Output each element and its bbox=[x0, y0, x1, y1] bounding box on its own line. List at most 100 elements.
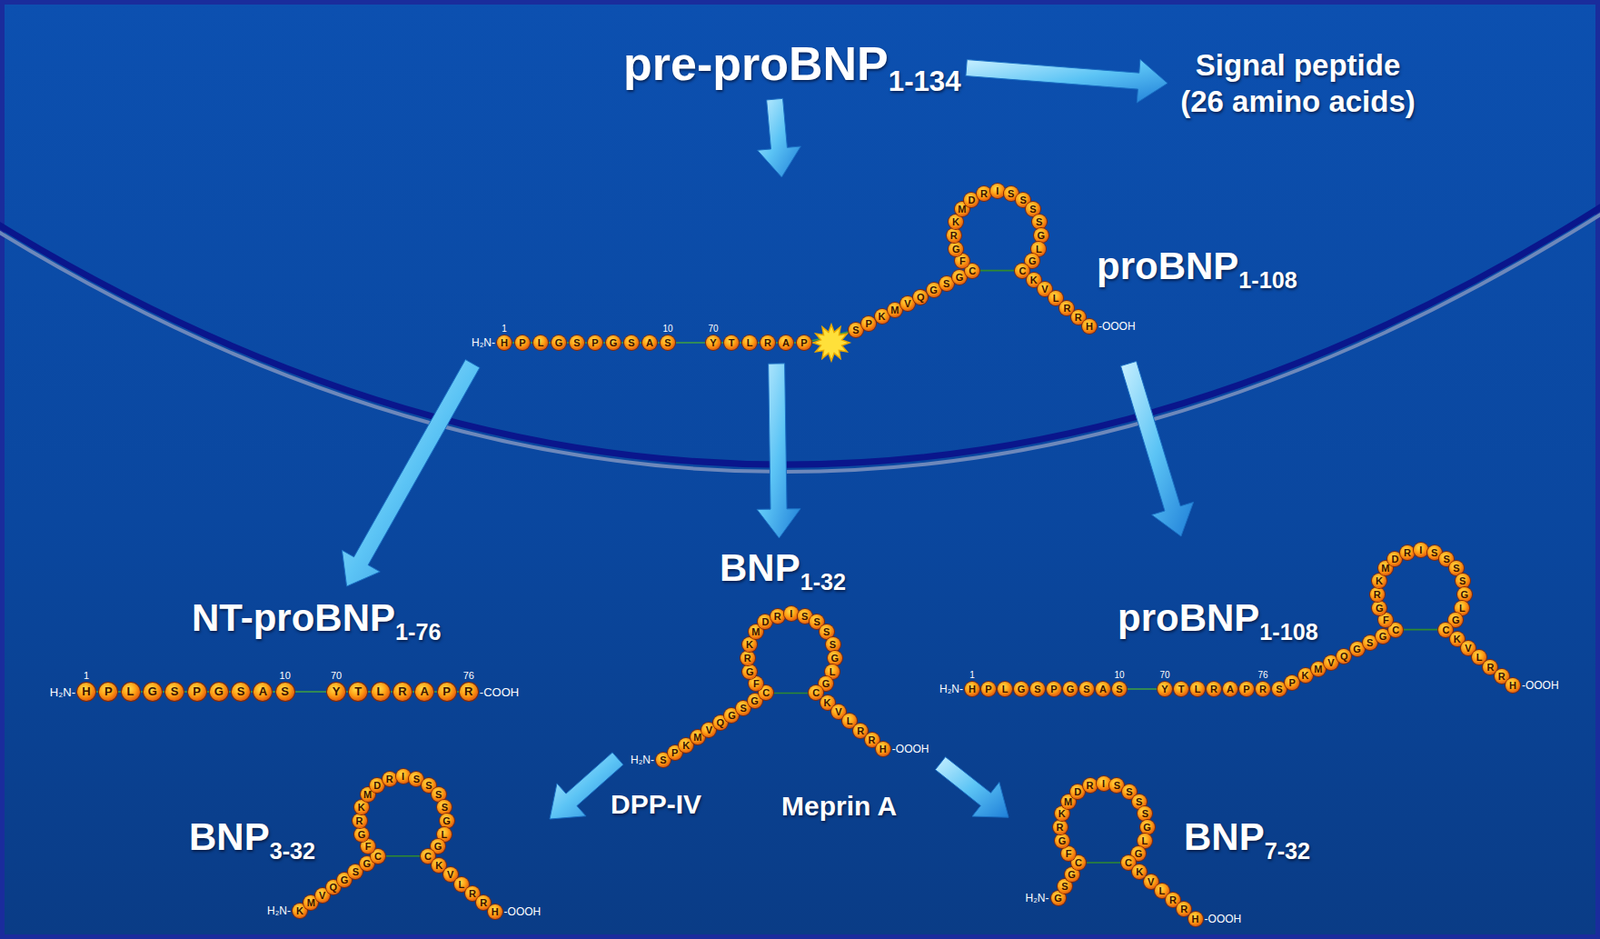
terminus-label: H₂N- bbox=[939, 683, 964, 695]
amino-acid-chain: SPKMVQGSGCFGRKMDRISSSSGLGCKVLRRH bbox=[1272, 542, 1521, 696]
amino-acid: P bbox=[437, 682, 457, 701]
amino-acid: A bbox=[1222, 681, 1238, 696]
amino-acid: I bbox=[784, 606, 799, 621]
amino-acid: H bbox=[1082, 318, 1097, 334]
amino-acid: A bbox=[1095, 681, 1111, 696]
cleavage-burst bbox=[813, 324, 850, 361]
amino-acid: P bbox=[188, 682, 207, 701]
amino-acid: I bbox=[396, 768, 411, 784]
amino-acid: Q bbox=[1336, 648, 1352, 664]
amino-acid: L bbox=[1190, 681, 1205, 696]
peptide-node: BNP1-32H₂N-SPKMVQGSGCFGRKMDRISSSSGLGCKVL… bbox=[617, 537, 941, 773]
terminus-label: -OOOH bbox=[892, 743, 930, 755]
amino-acid: P bbox=[587, 335, 603, 350]
residue-number: 70 bbox=[330, 670, 342, 681]
amino-acid: P bbox=[1239, 681, 1254, 696]
residue-range: 3-32 bbox=[269, 837, 316, 864]
amino-acid: P bbox=[796, 335, 812, 350]
backbone-line bbox=[1058, 783, 1196, 919]
amino-acid: S bbox=[231, 682, 250, 701]
name-base: pre-proBNP bbox=[623, 37, 889, 90]
amino-acid: P bbox=[99, 682, 118, 701]
amino-acid: H bbox=[964, 681, 980, 696]
amino-acid: R bbox=[352, 813, 368, 828]
backbone-line bbox=[299, 775, 496, 912]
amino-acid: S bbox=[825, 636, 841, 652]
amino-acid-chain: HPLGSPGSAS bbox=[496, 335, 676, 350]
amino-acid: S bbox=[1032, 214, 1047, 229]
name-base: BNP bbox=[1183, 814, 1265, 858]
terminus-label: H₂N- bbox=[1025, 892, 1050, 904]
amino-acid: R bbox=[760, 335, 776, 350]
amino-acid: G bbox=[827, 650, 843, 666]
note-text: Signal peptide (26 amino acids) bbox=[1172, 47, 1423, 120]
amino-acid: G bbox=[551, 335, 567, 350]
amino-acid: R bbox=[1206, 681, 1222, 696]
amino-acid: G bbox=[354, 826, 369, 842]
amino-acid: H bbox=[1188, 911, 1203, 926]
amino-acid: S bbox=[165, 682, 184, 701]
residue-number: 76 bbox=[463, 670, 475, 681]
process-arrow bbox=[757, 98, 802, 178]
amino-acid: H bbox=[487, 904, 503, 919]
amino-acid: S bbox=[276, 682, 295, 701]
amino-acid: P bbox=[1046, 681, 1062, 696]
enzyme-label: DPP-IV bbox=[610, 788, 702, 820]
membrane-edge bbox=[0, 208, 1600, 472]
amino-acid: G bbox=[1140, 819, 1155, 835]
amino-acid: R bbox=[1053, 819, 1068, 835]
amino-acid-chain: YTLRAPR bbox=[327, 682, 478, 701]
backbone-line bbox=[663, 613, 884, 760]
amino-acid: R bbox=[459, 682, 478, 701]
residue-number: 1 bbox=[83, 670, 90, 681]
amino-acid: R bbox=[382, 771, 398, 786]
amino-acid-chain: HPLGSPGSAS bbox=[964, 681, 1127, 696]
amino-acid: R bbox=[946, 228, 962, 243]
peptide-name: NT-proBNP1-76 bbox=[191, 596, 441, 645]
residue-range: 1-108 bbox=[1238, 267, 1297, 293]
residue-number: 10 bbox=[279, 670, 291, 681]
amino-acid: K bbox=[1371, 573, 1387, 588]
process-arrow bbox=[756, 363, 801, 538]
amino-acid: S bbox=[1455, 573, 1471, 588]
terminus-label: -OOOH bbox=[1521, 679, 1560, 691]
amino-acid: A bbox=[415, 682, 434, 701]
amino-acid: P bbox=[861, 316, 876, 331]
amino-acid-chain: HPLGSPGSAS bbox=[77, 682, 295, 701]
residue-range: 7-32 bbox=[1264, 837, 1311, 864]
amino-acid: S bbox=[1112, 681, 1127, 696]
residue-range: 1-134 bbox=[888, 65, 962, 98]
amino-acid: G bbox=[439, 813, 455, 828]
peptide-node: pre-proBNP1-134 bbox=[617, 36, 967, 100]
name-base: proBNP bbox=[1117, 596, 1260, 639]
amino-acid: H bbox=[875, 741, 891, 756]
process-arrow bbox=[934, 756, 1009, 818]
peptide-name: proBNP1-108 bbox=[1117, 596, 1319, 645]
peptide-name: BNP1-32 bbox=[719, 546, 846, 595]
amino-acid-chain: KMVQGSGCFGRKMDRISSSSGLGCKVLRRH bbox=[292, 768, 503, 919]
amino-acid: K bbox=[874, 308, 890, 324]
amino-acid: R bbox=[1255, 681, 1271, 696]
peptide-node: BNP3-32H₂N-KMVQGSGCFGRKMDRISSSSGLGCKVLRR… bbox=[181, 763, 550, 932]
peptide-node: NT-proBNP1-76H₂N-1107076HPLGSPGSASYTLRAP… bbox=[36, 586, 546, 709]
terminus-label: -OOOH bbox=[504, 905, 542, 917]
backbone-line bbox=[972, 549, 1513, 689]
terminus-label: -COOH bbox=[479, 685, 519, 698]
amino-acid: P bbox=[981, 681, 996, 696]
amino-acid: L bbox=[533, 335, 548, 350]
process-arrow bbox=[965, 59, 1168, 103]
amino-acid: S bbox=[1137, 805, 1153, 821]
amino-acid: R bbox=[740, 650, 756, 666]
name-base: BNP bbox=[719, 546, 801, 589]
amino-acid: G bbox=[143, 682, 162, 701]
amino-acid: S bbox=[1030, 681, 1045, 696]
peptide-name: pre-proBNP1-134 bbox=[623, 38, 962, 98]
amino-acid: R bbox=[1083, 777, 1098, 793]
amino-acid: S bbox=[660, 335, 676, 350]
process-arrow bbox=[341, 359, 479, 587]
amino-acid: A bbox=[642, 335, 657, 350]
amino-acid: G bbox=[209, 682, 229, 701]
terminus-label: H₂N- bbox=[267, 904, 291, 916]
amino-acid: R bbox=[770, 608, 786, 624]
amino-acid: P bbox=[1284, 675, 1300, 690]
